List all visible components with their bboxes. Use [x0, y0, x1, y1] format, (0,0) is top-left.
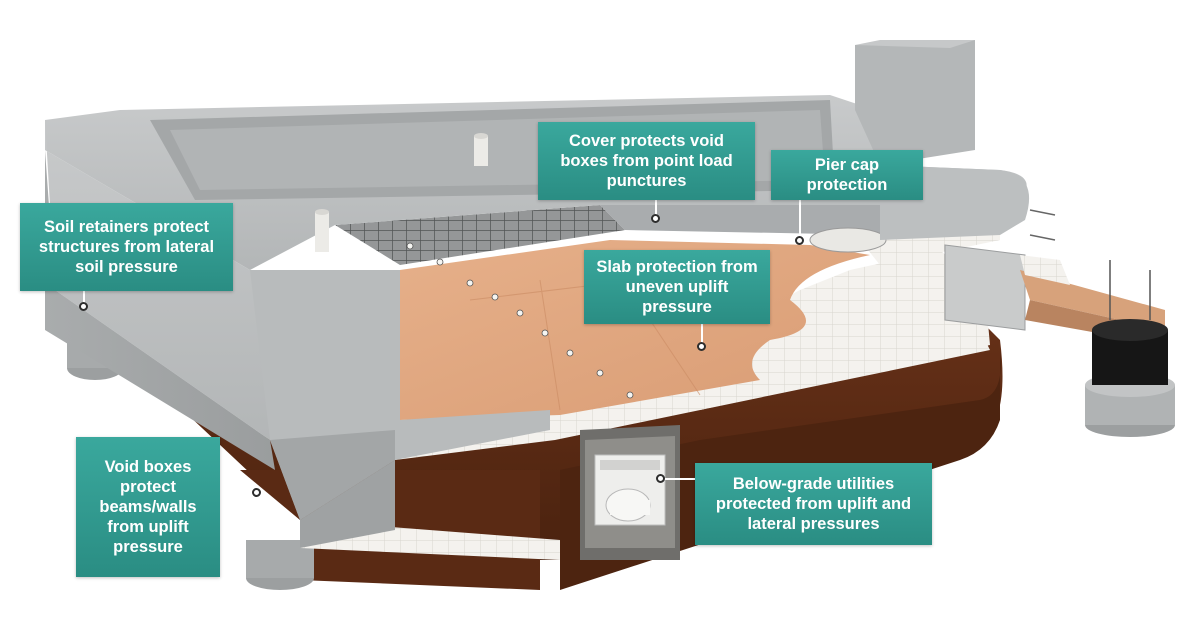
pointer-utilities	[656, 474, 665, 483]
grade-beam-extension	[1020, 270, 1165, 330]
pointer-soil	[79, 302, 88, 311]
pipe-stub-2	[315, 212, 329, 252]
leader-slab	[701, 324, 703, 344]
callout-void-boxes: Void boxes protect beams/walls from upli…	[76, 437, 220, 577]
callout-soil-retainers: Soil retainers protect structures from l…	[20, 203, 233, 291]
leader-cover	[655, 200, 657, 218]
pier-cap	[809, 227, 887, 253]
pipe-stub-1	[474, 136, 488, 166]
callout-utilities-text: Below-grade utilities protected from upl…	[715, 475, 912, 533]
callout-pier-cap: Pier cap protection	[771, 150, 923, 200]
callout-slab: Slab protection from uneven uplift press…	[584, 250, 770, 324]
pointer-slab	[697, 342, 706, 351]
void-field-right	[700, 250, 990, 410]
callout-pier-cap-text: Pier cap protection	[806, 156, 888, 194]
concrete-column	[855, 40, 975, 165]
soil-retainer-panel	[944, 244, 1026, 331]
callout-utilities: Below-grade utilities protected from upl…	[695, 463, 932, 545]
leader-pier-cap	[799, 200, 801, 238]
pointer-cover	[651, 214, 660, 223]
pointer-pier-cap	[795, 236, 804, 245]
leader-soil	[83, 290, 85, 304]
leader-utilities	[664, 478, 696, 480]
rebar-grid	[335, 205, 625, 265]
callout-cover-text: Cover protects void boxes from point loa…	[560, 132, 733, 190]
pointer-void	[252, 488, 261, 497]
callout-soil-retainers-text: Soil retainers protect structures from l…	[38, 218, 215, 276]
callout-void-boxes-text: Void boxes protect beams/walls from upli…	[99, 458, 197, 556]
callout-slab-text: Slab protection from uneven uplift press…	[596, 258, 758, 316]
callout-cover: Cover protects void boxes from point loa…	[538, 122, 755, 200]
leader-void	[196, 492, 256, 494]
